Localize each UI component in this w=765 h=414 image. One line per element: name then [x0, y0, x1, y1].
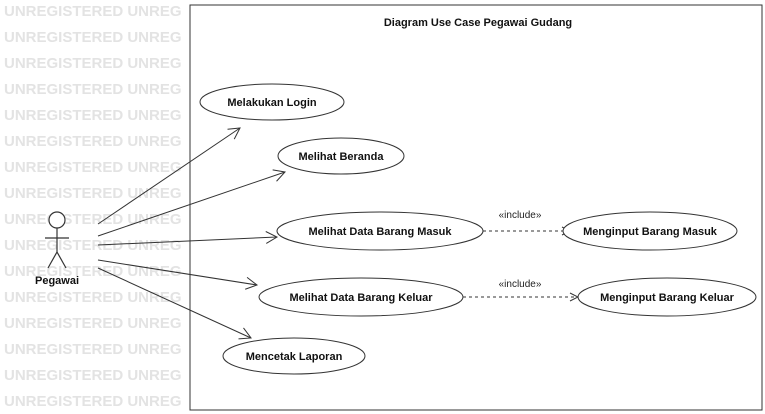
use-case-beranda[interactable]: Melihat Beranda: [277, 137, 405, 175]
watermark: UNREGISTERED UNREG UNREGISTERED UNREG UN…: [4, 3, 182, 410]
use-case-ellipse: [276, 211, 484, 251]
watermark-row: UNREGISTERED UNREG: [4, 107, 182, 124]
watermark-row: UNREGISTERED UNREG: [4, 393, 182, 410]
watermark-row: UNREGISTERED UNREG: [4, 55, 182, 72]
actor-pegawai[interactable]: Pegawai: [35, 211, 79, 287]
association-login: [97, 127, 241, 225]
use-case-label: Melihat Beranda: [299, 151, 385, 163]
association-beranda: [97, 169, 286, 237]
use-case-label: Menginput Barang Masuk: [583, 226, 718, 238]
use-case-login[interactable]: Melakukan Login: [199, 83, 345, 121]
association-barang-masuk: [97, 231, 279, 246]
watermark-row: UNREGISTERED UNREG: [4, 367, 182, 384]
use-case-label: Mencetak Laporan: [246, 351, 343, 363]
use-case-barang-keluar[interactable]: Melihat Data Barang Keluar: [258, 277, 464, 317]
use-case-input-keluar[interactable]: Menginput Barang Keluar: [577, 277, 757, 317]
watermark-row: UNREGISTERED UNREG: [4, 133, 182, 150]
watermark-row: UNREGISTERED UNREG: [4, 341, 182, 358]
use-case-ellipse: [199, 83, 345, 121]
watermark-row: UNREGISTERED UNREG: [4, 263, 182, 280]
association-barang-keluar: [97, 259, 259, 290]
diagram-title: Diagram Use Case Pegawai Gudang: [384, 17, 572, 29]
use-case-ellipse: [222, 337, 366, 375]
use-case-label: Melihat Data Barang Masuk: [308, 226, 452, 238]
actor-name: Pegawai: [35, 275, 79, 287]
associations: [97, 127, 286, 340]
watermark-row: UNREGISTERED UNREG: [4, 81, 182, 98]
actor-head: [48, 211, 66, 229]
watermark-row: UNREGISTERED UNREG: [4, 3, 182, 20]
use-case-label: Melihat Data Barang Keluar: [289, 292, 433, 304]
use-case-ellipse: [577, 277, 757, 317]
watermark-row: UNREGISTERED UNREG: [4, 185, 182, 202]
watermark-row: UNREGISTERED UNREG: [4, 237, 182, 254]
use-case-ellipse: [258, 277, 464, 317]
use-case-ellipse: [277, 137, 405, 175]
actor-leg-left: [47, 251, 58, 269]
use-case-laporan[interactable]: Mencetak Laporan: [222, 337, 366, 375]
include-label-masuk: «include»: [499, 210, 542, 221]
watermark-row: UNREGISTERED UNREG: [4, 159, 182, 176]
use-case-ellipse: [562, 211, 738, 251]
watermark-row: UNREGISTERED UNREG: [4, 315, 182, 332]
association-laporan: [97, 267, 252, 340]
use-case-label: Menginput Barang Keluar: [600, 292, 735, 304]
use-case-label: Melakukan Login: [227, 97, 317, 109]
use-case-input-masuk[interactable]: Menginput Barang Masuk: [562, 211, 738, 251]
include-relations: [463, 231, 578, 297]
actor-leg-right: [56, 251, 67, 269]
include-label-keluar: «include»: [499, 279, 542, 290]
watermark-row: UNREGISTERED UNREG: [4, 29, 182, 46]
watermark-row: UNREGISTERED UNREG: [4, 211, 182, 228]
watermark-row: UNREGISTERED UNREG: [4, 289, 182, 306]
use-case-barang-masuk[interactable]: Melihat Data Barang Masuk: [276, 211, 484, 251]
